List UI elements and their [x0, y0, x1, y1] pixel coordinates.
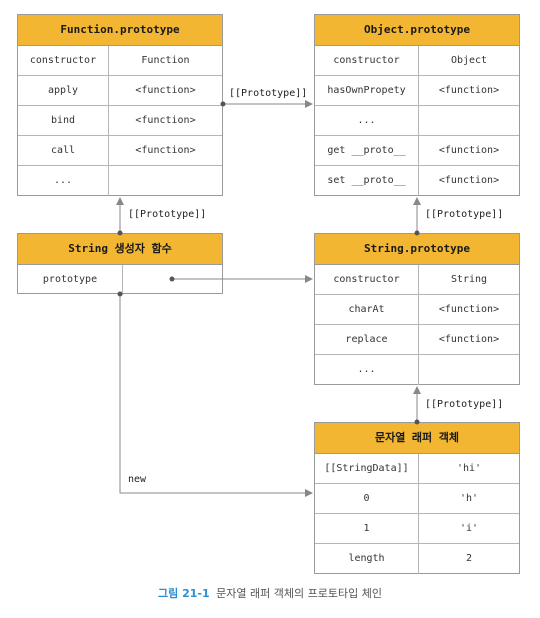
property-key: ... [18, 166, 109, 196]
property-value: 'h' [459, 493, 479, 504]
object-prototype-box: Object.prototype constructor Object hasOwn… [314, 14, 520, 196]
property-key: ... [315, 106, 419, 135]
table-row: length 2 [315, 544, 519, 574]
property-value: <function> [438, 334, 500, 345]
property-key: ... [315, 355, 419, 385]
property-value: <function> [438, 304, 500, 315]
edge-function-to-object-origin [220, 101, 226, 107]
object-prototype-title: Object.prototype [315, 15, 519, 46]
edge-strproto-to-object-origin [414, 230, 420, 236]
property-key: replace [315, 325, 419, 354]
label-proto-function-to-object: [[Prototype]] [229, 88, 308, 99]
string-prototype-box: String.prototype constructor String charAt… [314, 233, 520, 385]
table-row: set __proto__ <function> [315, 166, 519, 196]
edge-new-origin [117, 291, 123, 297]
string-wrapper-object-rows: [[StringData]] 'hi' 0 'h' 1 'i' length 2 [315, 454, 519, 574]
property-value: 'hi' [456, 463, 482, 474]
property-value: <function> [438, 145, 500, 156]
string-prototype-title: String.prototype [315, 234, 519, 265]
table-row: get __proto__ <function> [315, 136, 519, 166]
string-wrapper-object-title: 문자열 래퍼 객체 [315, 423, 519, 454]
table-row: 0 'h' [315, 484, 519, 514]
table-row: constructor String [315, 265, 519, 295]
property-key: 0 [315, 484, 419, 513]
figure-caption-text: 문자열 래퍼 객체의 프로토타입 체인 [216, 587, 382, 600]
table-row: hasOwnPropety <function> [315, 76, 519, 106]
edge-new [119, 294, 313, 497]
property-value: <function> [135, 145, 196, 156]
property-key: get __proto__ [315, 136, 419, 165]
function-prototype-box: Function.prototype constructor Function ap… [17, 14, 223, 196]
property-key: set __proto__ [315, 166, 419, 196]
property-key: charAt [315, 295, 419, 324]
table-row: ... [315, 355, 519, 385]
edge-ctor-to-function-origin [117, 230, 123, 236]
property-key: constructor [315, 46, 419, 75]
property-key: constructor [315, 265, 419, 294]
label-proto-wrapper-to-strproto: [[Prototype]] [425, 399, 504, 410]
label-proto-ctor-to-function: [[Prototype]] [128, 209, 207, 220]
figure-caption: 그림 21-1 문자열 래퍼 객체의 프로토타입 체인 [0, 585, 540, 601]
property-value: Function [141, 55, 190, 66]
edge-wrapper-to-strproto-origin [414, 419, 420, 425]
property-key: [[StringData]] [315, 454, 419, 483]
table-row: bind <function> [18, 106, 222, 136]
property-value: <function> [135, 115, 196, 126]
table-row: [[StringData]] 'hi' [315, 454, 519, 484]
property-value: Object [450, 55, 488, 66]
table-row: prototype [18, 265, 222, 295]
property-value: 2 [465, 553, 473, 564]
table-row: constructor Function [18, 46, 222, 76]
table-row: call <function> [18, 136, 222, 166]
object-prototype-rows: constructor Object hasOwnPropety <function>… [315, 46, 519, 196]
property-key: 1 [315, 514, 419, 543]
property-value: <function> [135, 85, 196, 96]
property-key: prototype [18, 265, 123, 295]
table-row: constructor Object [315, 46, 519, 76]
table-row: ... [315, 106, 519, 136]
function-prototype-title: Function.prototype [18, 15, 222, 46]
string-constructor-box: String 생성자 함수 prototype [17, 233, 223, 295]
property-key: apply [18, 76, 109, 105]
property-key: length [315, 544, 419, 574]
table-row: 1 'i' [315, 514, 519, 544]
property-key: hasOwnPropety [315, 76, 419, 105]
property-key: call [18, 136, 109, 165]
figure-number: 그림 21-1 [158, 587, 210, 600]
edge-prototype-to-strproto-origin [169, 276, 175, 282]
property-value: String [450, 274, 488, 285]
table-row: charAt <function> [315, 295, 519, 325]
table-row: replace <function> [315, 325, 519, 355]
property-value: 'i' [459, 523, 479, 534]
property-key: constructor [18, 46, 109, 75]
string-constructor-rows: prototype [18, 265, 222, 295]
string-constructor-title: String 생성자 함수 [18, 234, 222, 265]
property-value: <function> [438, 175, 500, 186]
label-new: new [128, 474, 147, 485]
table-row: apply <function> [18, 76, 222, 106]
function-prototype-rows: constructor Function apply <function> bind <f… [18, 46, 222, 196]
string-wrapper-object-box: 문자열 래퍼 객체 [[StringData]] 'hi' 0 'h' 1 'i' leng… [314, 422, 520, 574]
property-key: bind [18, 106, 109, 135]
table-row: ... [18, 166, 222, 196]
property-value: <function> [438, 85, 500, 96]
label-proto-strproto-to-object: [[Prototype]] [425, 209, 504, 220]
